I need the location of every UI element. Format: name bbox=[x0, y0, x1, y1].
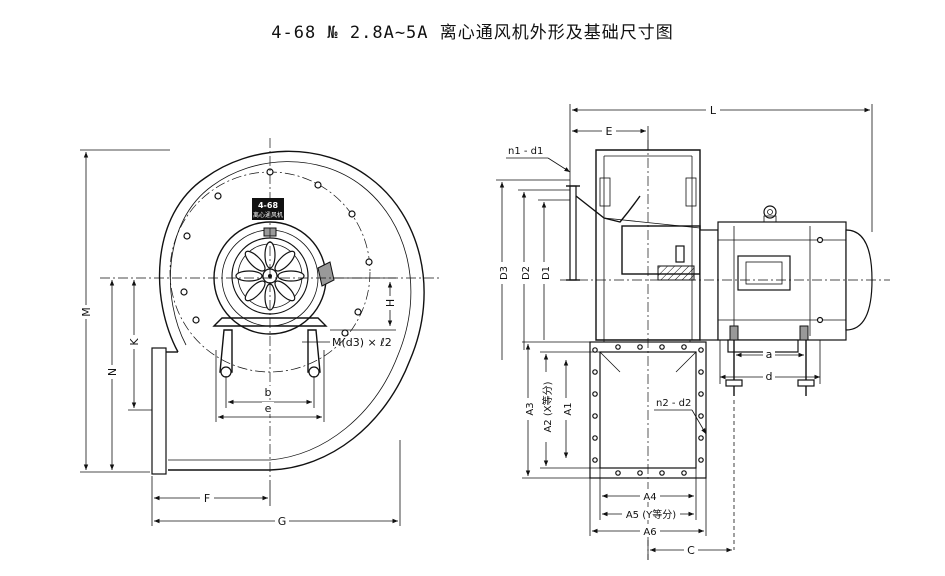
dim-D3: D3 bbox=[499, 266, 510, 280]
flange-bolt-holes bbox=[180, 168, 373, 337]
page-title: 4-68 № 2.8A~5A 离心通风机外形及基础尺寸图 bbox=[271, 23, 674, 43]
dim-A2: A2 (X等分) bbox=[541, 381, 554, 432]
side-view: L E n1 - d1 D3 D2 D1 A3 A2 (X等分) bbox=[495, 103, 890, 560]
outlet-bolt-holes bbox=[592, 344, 704, 476]
dim-K: K bbox=[128, 338, 141, 346]
nameplate-name: 离心通风机 bbox=[253, 211, 283, 219]
right-foot bbox=[307, 329, 321, 373]
dim-G: G bbox=[278, 515, 287, 528]
dim-d: d bbox=[766, 370, 773, 383]
dim-A3: A3 bbox=[525, 402, 536, 415]
dim-D2: D2 bbox=[521, 266, 532, 280]
nameplate: 4-68 离心通风机 bbox=[252, 198, 284, 220]
dim-C: C bbox=[687, 544, 695, 557]
front-view: 4-68 离心通风机 M N K H M(d3) × ℓ2 bbox=[80, 138, 440, 528]
dim-b: b bbox=[265, 386, 272, 399]
impeller-hub bbox=[231, 227, 335, 315]
nameplate-model: 4-68 bbox=[258, 201, 278, 210]
dim-e: e bbox=[265, 402, 272, 415]
dim-H: H bbox=[384, 299, 397, 307]
dim-D1: D1 bbox=[541, 266, 552, 280]
dim-M: M bbox=[80, 307, 93, 317]
dim-N: N bbox=[106, 368, 119, 376]
dim-bolt: M(d3) × ℓ2 bbox=[332, 336, 392, 349]
dim-A5: A5 (Y等分) bbox=[626, 508, 676, 521]
dim-A6: A6 bbox=[643, 527, 656, 538]
dim-n1d1: n1 - d1 bbox=[508, 146, 543, 157]
dim-A1: A1 bbox=[563, 402, 574, 415]
dim-A4: A4 bbox=[643, 492, 656, 503]
dim-E: E bbox=[606, 125, 613, 138]
dim-n2d2: n2 - d2 bbox=[656, 398, 691, 409]
motor bbox=[699, 205, 873, 353]
dim-L: L bbox=[710, 104, 717, 117]
volute-casing bbox=[158, 150, 425, 471]
left-foot bbox=[219, 329, 233, 373]
outlet-flange bbox=[151, 347, 167, 475]
dim-F: F bbox=[204, 492, 210, 505]
inlet-flange bbox=[569, 185, 577, 281]
dim-a: a bbox=[766, 348, 773, 361]
